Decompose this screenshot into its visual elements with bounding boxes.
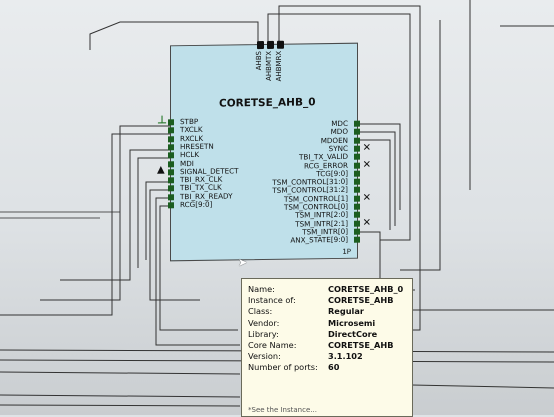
right-port-pin[interactable]	[354, 236, 360, 243]
tooltip-value: CORETSE_AHB_0	[328, 284, 404, 294]
left-port-label: RCG[9:0]	[180, 199, 213, 210]
left-port-pin[interactable]	[168, 144, 174, 151]
tooltip-value: CORETSE_AHB	[328, 295, 394, 306]
tooltip-value: Microsemi	[328, 317, 376, 328]
tooltip-row: Instance of: CORETSE_AHB	[248, 295, 393, 305]
tooltip-row: Class: Regular	[248, 306, 364, 316]
tooltip-row: Version: 3.1.102	[248, 351, 363, 361]
tooltip-footer: *See the Instance...	[248, 406, 317, 414]
tooltip-key: Version:	[248, 351, 281, 362]
tooltip-key: Class:	[248, 306, 273, 317]
unconnected-x-icon: ✕	[362, 217, 371, 229]
left-port-pin[interactable]	[168, 160, 174, 167]
tooltip-value: 3.1.102	[328, 351, 363, 362]
right-port-pin[interactable]	[354, 220, 360, 227]
left-port-pin[interactable]	[168, 185, 174, 192]
tooltip-row: Core Name: CORETSE_AHB	[248, 340, 393, 350]
right-port-pin[interactable]	[354, 137, 360, 144]
bus-label-ahbmtx: AHBMTX	[265, 50, 273, 81]
right-port-pin[interactable]	[354, 195, 360, 202]
tooltip-key: Library:	[248, 328, 279, 339]
tooltip-key: Core Name:	[248, 340, 297, 350]
left-port-pin[interactable]	[168, 135, 174, 142]
right-port-pin[interactable]	[354, 162, 360, 169]
tooltip-row: Vendor: Microsemi	[248, 318, 375, 328]
bus-port-ahbmrx[interactable]	[277, 40, 284, 49]
right-port-pin[interactable]	[354, 178, 360, 185]
left-port-pin[interactable]	[168, 127, 174, 134]
ground-icon: ⊥	[157, 113, 168, 127]
bus-port-ahbmtx[interactable]	[267, 40, 274, 49]
right-port-pin[interactable]	[354, 187, 360, 194]
unconnected-x-icon: ✕	[362, 142, 371, 154]
tooltip-row: Name: CORETSE_AHB_0	[248, 284, 403, 294]
right-port-pin[interactable]	[354, 153, 360, 160]
tooltip-key: Number of ports:	[248, 362, 318, 373]
tooltip-value: CORETSE_AHB	[328, 340, 394, 350]
left-port-pin[interactable]	[168, 202, 174, 209]
tooltip-value: DirectCore	[328, 328, 378, 339]
bus-label-ahbs: AHBS	[255, 51, 263, 71]
unconnected-x-icon: ✕	[362, 192, 371, 204]
right-port-label: ANX_STATE[9:0]	[290, 235, 348, 245]
tooltip-key: Instance of:	[248, 295, 296, 306]
right-port-pin[interactable]	[354, 228, 360, 235]
left-port-pin[interactable]	[168, 193, 174, 201]
right-port-pin[interactable]	[354, 128, 360, 136]
right-port-pin[interactable]	[354, 170, 360, 177]
tooltip-key: Vendor:	[248, 317, 280, 328]
tooltip-key: Name:	[248, 284, 275, 294]
left-port-pin[interactable]	[168, 119, 174, 126]
right-port-pin[interactable]	[354, 211, 360, 219]
corner-badge: 1P	[342, 247, 351, 256]
unconnected-x-icon: ✕	[362, 159, 371, 171]
right-port-pin[interactable]	[354, 145, 360, 152]
bus-port-ahbs[interactable]	[257, 41, 264, 50]
component-title: CORETSE_AHB_0	[219, 96, 316, 110]
tooltip-value: Regular	[328, 306, 364, 317]
left-port-pin[interactable]	[168, 169, 174, 176]
left-port-pin[interactable]	[168, 177, 174, 184]
right-port-pin[interactable]	[354, 203, 360, 210]
tooltip-value: 60	[328, 362, 340, 373]
left-port-pin[interactable]	[168, 152, 174, 159]
arrow-up-icon: ▲	[157, 164, 165, 176]
bus-label-ahbmrx: AHBMRX	[275, 50, 283, 82]
right-port-pin[interactable]	[354, 120, 360, 127]
mouse-cursor-icon: ➤	[238, 256, 248, 269]
tooltip-row: Library: DirectCore	[248, 329, 377, 339]
tooltip-row: Number of ports: 60	[248, 362, 339, 372]
